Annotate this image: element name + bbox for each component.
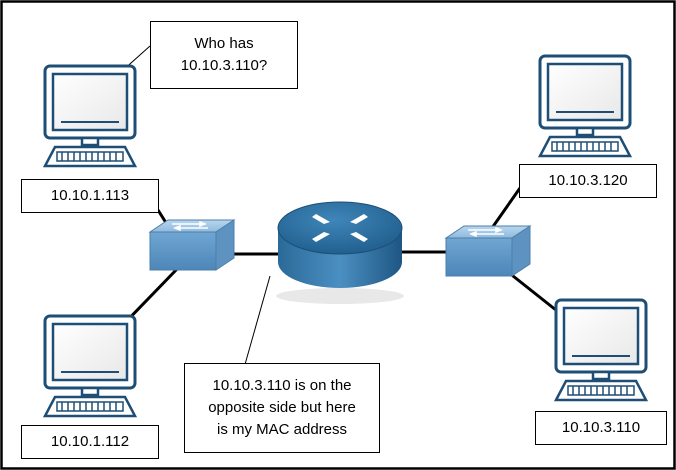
host-label-text: 10.10.3.110 (561, 419, 641, 436)
callout-proxy-arp-reply-line2: opposite side but here (208, 399, 356, 416)
computer-icon[interactable] (42, 314, 138, 418)
callout-pointer-reply (243, 275, 271, 369)
host-label-10-10-3-120: 10.10.3.120 (519, 164, 657, 198)
computer-icon[interactable] (42, 64, 138, 168)
link-switch-right-pc-120 (490, 187, 522, 229)
callout-proxy-arp-reply-line3: is my MAC address (216, 421, 348, 438)
callout-proxy-arp-reply-line1: 10.10.3.110 is on the (212, 377, 352, 394)
computer-icon[interactable] (537, 54, 633, 158)
callout-arp-request-line1: Who has (194, 35, 254, 52)
host-label-10-10-3-110: 10.10.3.110 (535, 411, 667, 445)
host-label-10-10-1-112: 10.10.1.112 (21, 425, 159, 459)
callout-proxy-arp-reply: 10.10.3.110 is on the opposite side but … (184, 363, 380, 453)
host-label-text: 10.10.3.120 (548, 172, 628, 189)
callout-arp-request-line2: 10.10.3.110? (180, 57, 268, 74)
switch-icon[interactable] (148, 219, 236, 271)
host-label-10-10-1-113: 10.10.1.113 (21, 179, 159, 213)
host-label-text: 10.10.1.112 (50, 433, 130, 450)
router-icon[interactable] (276, 201, 404, 304)
switch-icon[interactable] (444, 225, 532, 277)
callout-arp-request: Who has 10.10.3.110? (150, 21, 298, 89)
host-label-text: 10.10.1.113 (50, 187, 130, 204)
computer-icon[interactable] (553, 298, 649, 402)
